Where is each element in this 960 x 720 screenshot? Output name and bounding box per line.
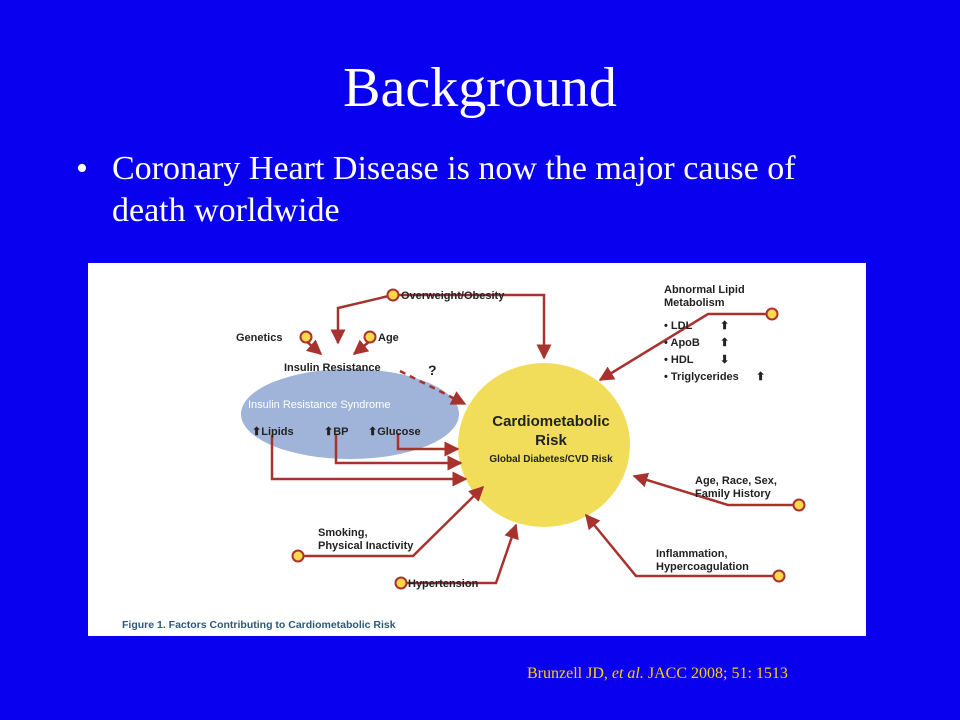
connector-lines [270,293,796,585]
cardiometabolic-risk-circle [458,363,630,527]
figure-caption: Figure 1. Factors Contributing to Cardio… [122,619,396,631]
arrow-up-icon: ⬆ [252,426,261,438]
label-bp: ⬆BP [324,426,349,438]
label-lipids: ⬆Lipids [252,426,294,438]
label-hypertension: Hypertension [408,578,479,590]
node-inflammation [772,569,786,583]
lipid-items: • LDL ⬆ • ApoB ⬆ • HDL ⬇ • Triglycerides… [664,320,765,383]
arrow-up-icon: ⬆ [720,337,729,349]
arrow-insulin-dashed [399,369,467,406]
arrow-bp [334,435,463,471]
risk-factors-diagram: Overweight/Obesity Genetics Age Insulin … [122,284,806,631]
label-smoking-2: Physical Inactivity [318,540,414,552]
label-overweight: Overweight/Obesity [401,290,505,302]
label-smoking-1: Smoking, [318,527,368,539]
arrow-overweight-branch [330,293,394,345]
label-inflammation-2: Hypercoagulation [656,561,749,573]
label-demographics-2: Family History [695,488,772,500]
label-glucose: ⬆Glucose [368,426,421,438]
label-inflammation-1: Inflammation, [656,548,728,560]
node-age [363,330,377,344]
syndrome-ellipse [241,369,459,459]
arrow-up-icon: ⬆ [720,320,729,332]
label-center-subtitle: Global Diabetes/CVD Risk [489,454,613,465]
label-syndrome: Insulin Resistance Syndrome [248,399,390,411]
node-smoking [291,549,305,563]
arrow-lipids [270,435,468,487]
arrow-up-icon: ⬆ [756,371,765,383]
node-overweight [386,288,400,302]
arrow-inflammation [585,513,776,578]
lipid-item-ldl: • LDL [664,320,693,332]
citation: Brunzell JD, et al. JACC 2008; 51: 1513 [527,664,788,684]
lipid-item-hdl: • HDL [664,354,694,366]
citation-authors: Brunzell JD, [527,665,608,682]
label-center-title-2: Risk [535,432,567,449]
label-abnormal-lipid-1: Abnormal Lipid [664,284,745,296]
arrow-hypertension [401,523,519,585]
bullet-dot: • [76,150,88,187]
bullet-text: Coronary Heart Disease is now the major … [112,150,796,229]
arrow-age [352,339,371,355]
arrow-lipid-metabolism [598,312,768,382]
node-demographics [792,498,806,512]
node-genetics [299,330,313,344]
label-abnormal-lipid-2: Metabolism [664,297,725,309]
label-demographics-1: Age, Race, Sex, [695,475,777,487]
citation-journal: JACC 2008; 51: 1513 [647,665,788,682]
risk-factors-figure: Overweight/Obesity Genetics Age Insulin … [88,263,866,636]
node-circles [291,288,806,590]
arrow-up-icon: ⬆ [324,426,333,438]
label-genetics: Genetics [236,332,282,344]
arrow-genetics [305,339,323,355]
arrow-glucose [396,433,460,457]
label-center-title-1: Cardiometabolic [492,413,610,430]
label-age: Age [378,332,399,344]
label-question: ? [428,362,437,378]
arrow-down-icon: ⬇ [720,354,729,366]
arrow-smoking [298,485,485,558]
arrow-up-icon: ⬆ [368,426,377,438]
node-hypertension [394,576,408,590]
label-insulin-resistance: Insulin Resistance [284,362,381,374]
slide-title: Background [343,57,617,119]
node-lipid-metabolism [765,307,779,321]
arrow-demographics [632,472,796,507]
arrow-overweight [393,293,552,360]
lipid-item-apob: • ApoB [664,337,700,349]
lipid-item-triglycerides: • Triglycerides [664,371,739,383]
citation-etal: et al. [611,665,644,682]
